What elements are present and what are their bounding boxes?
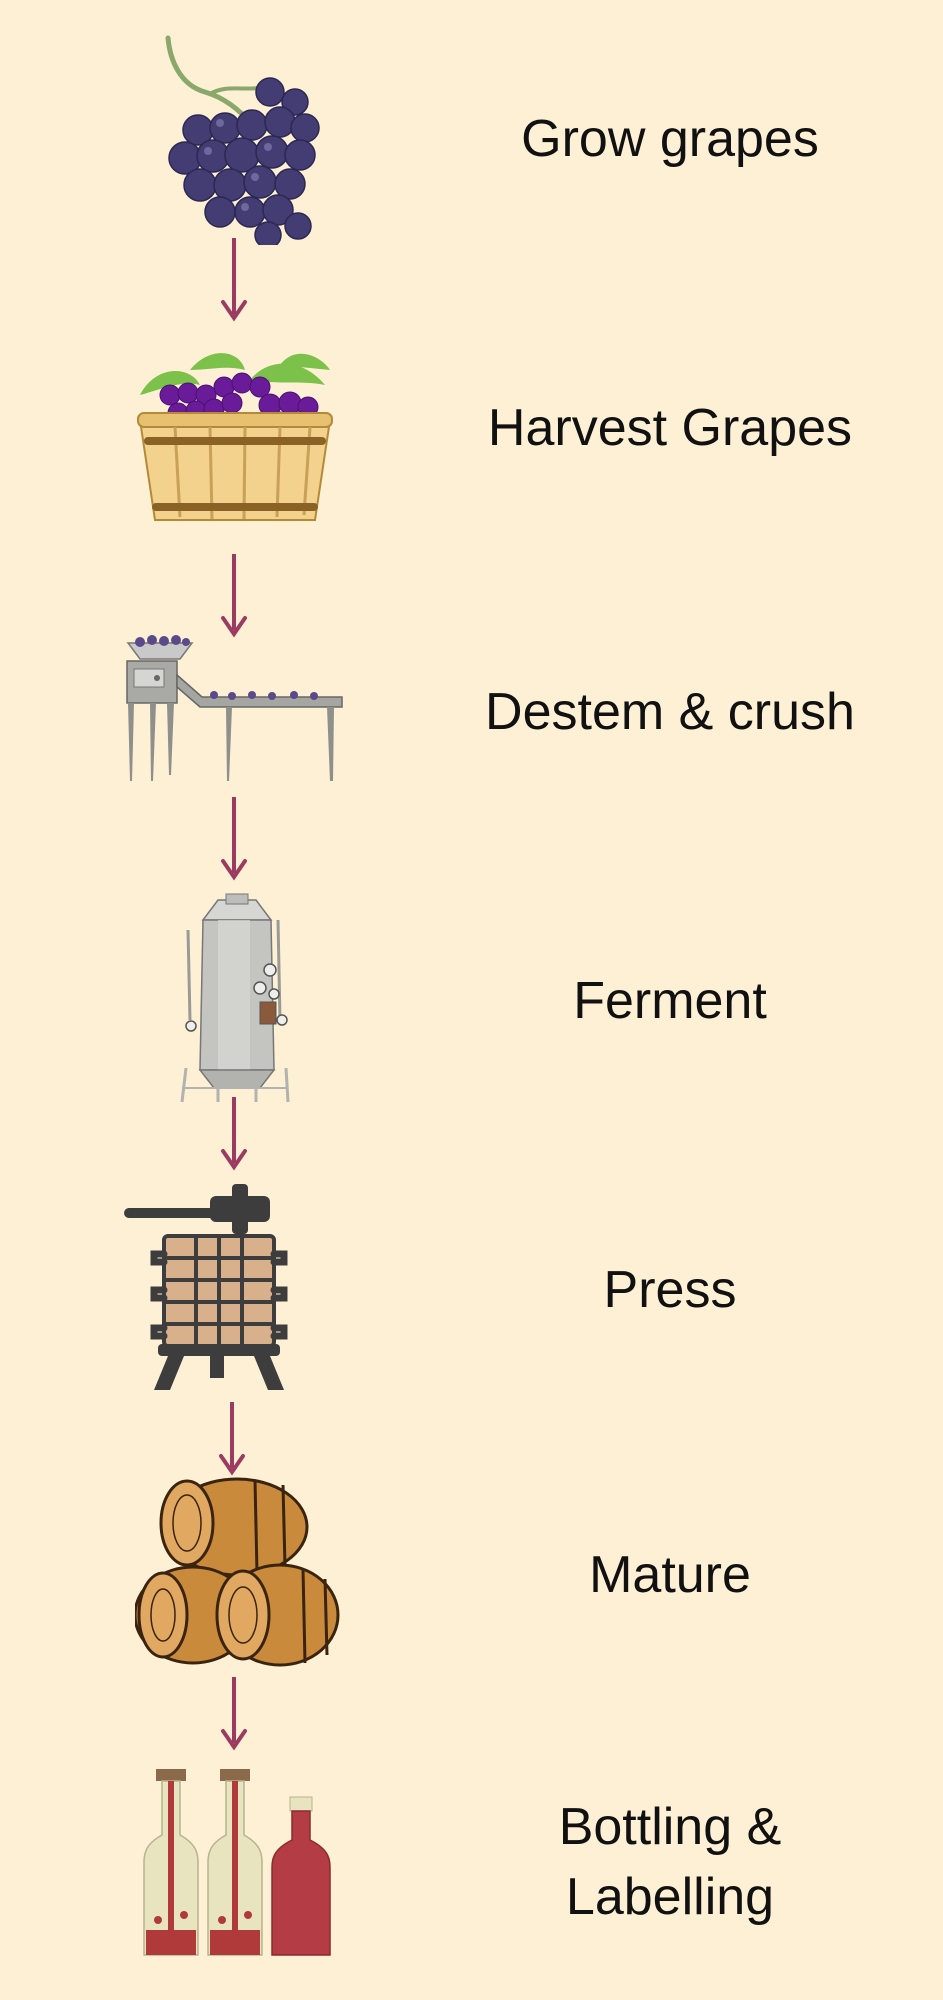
harvest-basket-icon [137, 353, 333, 521]
destemmer-machine-icon [126, 635, 343, 781]
wine-bottles-icon [143, 1769, 331, 1956]
fermentation-tank-icon [180, 893, 290, 1103]
wine-press-icon [124, 1184, 288, 1390]
flow-arrow [219, 1402, 245, 1476]
flow-arrow [221, 1677, 247, 1751]
flow-arrow [221, 238, 247, 322]
step-label-bottling-labelling: Bottling & Labelling [558, 1798, 782, 1926]
step-label-press: Press [603, 1261, 737, 1319]
step-label-grow-grapes: Grow grapes [521, 110, 819, 168]
oak-barrels-icon [135, 1477, 340, 1667]
step-label-mature: Mature [589, 1546, 751, 1604]
step-label-destem-crush: Destem & crush [485, 683, 855, 741]
flow-arrow [221, 1097, 247, 1171]
step-label-harvest-grapes: Harvest Grapes [487, 399, 853, 457]
flow-arrow [221, 797, 247, 881]
grapes-icon [165, 35, 320, 245]
step-label-ferment: Ferment [573, 972, 767, 1030]
flow-arrow [221, 554, 247, 638]
